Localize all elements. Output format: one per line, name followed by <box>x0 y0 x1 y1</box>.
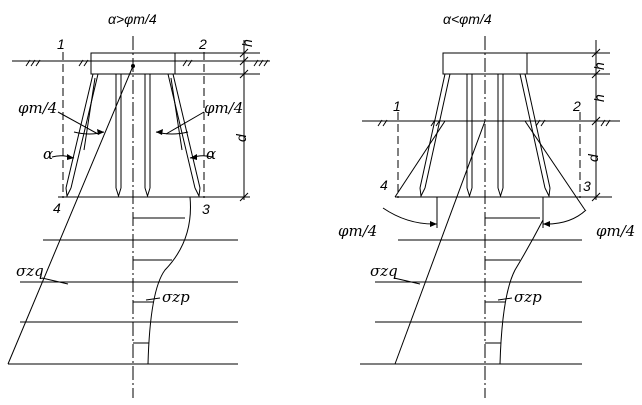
right-phi-arrow-right <box>543 221 550 227</box>
left-label-phi-left: φm/4 <box>18 99 57 117</box>
right-sigma-zp-curve <box>485 196 544 365</box>
left-alpha-arrow <box>67 154 74 160</box>
left-label-alpha-left: α <box>43 145 53 163</box>
right-label-sigma-zp: σzp <box>514 288 542 306</box>
left-sigma-zp-leader <box>145 297 161 301</box>
left-stress-ticks <box>133 217 185 344</box>
right-sigma-zp-leader <box>497 297 513 301</box>
left-phi-arrow <box>97 129 104 135</box>
left-phi-line-right <box>170 77 183 151</box>
right-label-2: 2 <box>572 98 581 114</box>
right-label-phi-left: φm/4 <box>338 222 377 240</box>
right-label-phi-right: φm/4 <box>596 222 635 240</box>
left-inclined-piles <box>65 73 201 198</box>
right-vertical-piles <box>466 74 504 198</box>
right-label-4: 4 <box>380 177 388 193</box>
right-label-3: 3 <box>583 178 591 194</box>
right-label-d: d <box>585 153 601 162</box>
left-label-alpha-right: α <box>206 145 216 163</box>
right-ground-hatch <box>377 119 611 127</box>
left-label-1: 1 <box>57 36 65 52</box>
right-sigma-zq-leader <box>393 277 421 285</box>
left-diagram: α>φm/4 <box>7 11 270 398</box>
left-dim-ticks <box>239 48 249 202</box>
left-phi-leader <box>57 111 99 135</box>
right-sigma-zq-line <box>394 120 486 365</box>
left-label-h: h <box>239 39 255 47</box>
left-sigma-zp-curve <box>133 196 191 365</box>
left-label-d: d <box>233 133 249 142</box>
left-label-phi-right: φm/4 <box>204 99 243 117</box>
left-sigma-zq-line <box>7 65 134 365</box>
left-horizontal-lines <box>8 239 238 365</box>
right-phi-arrow-left <box>430 221 437 227</box>
right-horizontal-lines <box>360 239 582 365</box>
left-label-sigma-zp: σzp <box>162 288 190 306</box>
left-sigma-zq-leader <box>41 277 69 285</box>
right-phi-line-left <box>394 120 446 198</box>
right-phi-line-right <box>524 120 586 211</box>
left-vertical-piles <box>115 74 151 198</box>
right-label-h-top: h <box>591 62 607 70</box>
left-phi-arrow-right <box>156 129 163 135</box>
right-label-h-mid: h <box>591 94 607 102</box>
left-ground-hatch <box>25 59 269 67</box>
right-stress-ticks <box>485 217 540 344</box>
left-phi-line <box>83 77 96 151</box>
left-phi-leader-right <box>165 111 205 135</box>
right-title: α<φm/4 <box>443 11 492 27</box>
left-label-4: 4 <box>53 200 61 216</box>
left-title: α>φm/4 <box>108 11 157 27</box>
left-label-sigma-zq: σzq <box>16 262 44 280</box>
right-phi-arc-left <box>382 207 438 225</box>
left-alpha-arrow-right <box>190 154 197 160</box>
right-inclined-piles <box>419 73 551 198</box>
left-label-3: 3 <box>202 201 210 217</box>
right-label-1: 1 <box>393 98 401 114</box>
right-label-sigma-zq: σzq <box>370 262 398 280</box>
right-diagram: α<φm/4 <box>338 11 635 398</box>
left-label-2: 2 <box>198 36 207 52</box>
right-dim-ticks <box>591 48 601 202</box>
